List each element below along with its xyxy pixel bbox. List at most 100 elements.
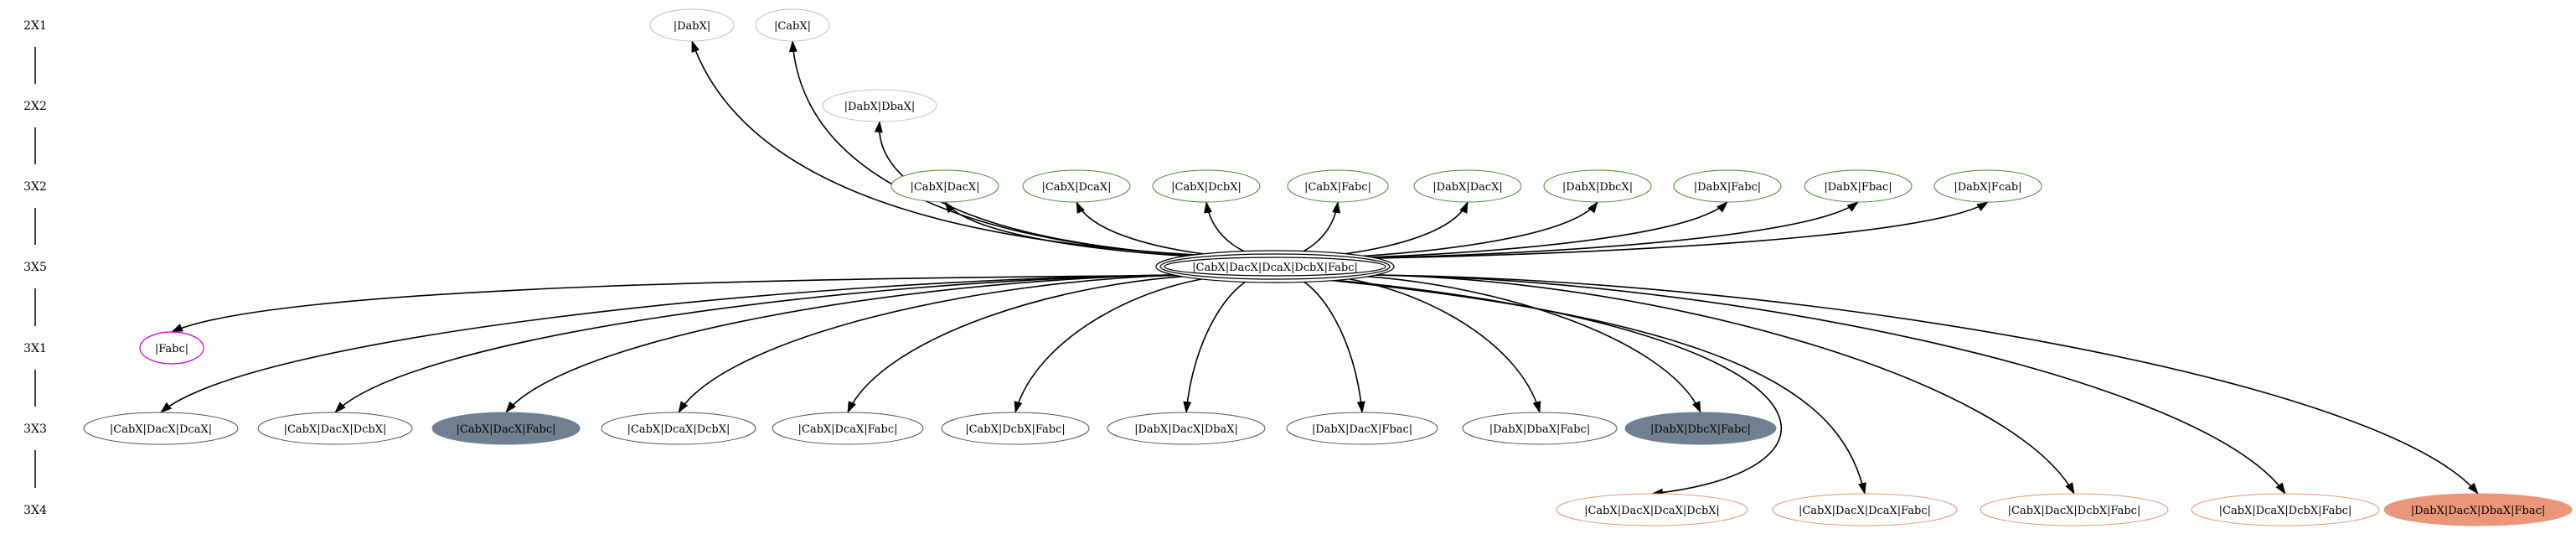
edge-n_center-to-n_dabx xyxy=(691,40,1276,259)
edge-n_center-to-n_r5_1 xyxy=(160,274,1175,413)
node-label: |CabX|DacX|DcaX| xyxy=(110,423,212,436)
edge-n_center-to-n_cabxdcbx xyxy=(1204,201,1265,259)
graph-node[interactable]: |CabX|DacX|Fabc| xyxy=(431,412,581,445)
node-ellipse xyxy=(1804,169,1913,203)
node-label: |DabX|Fabc| xyxy=(1694,181,1761,194)
graph-node[interactable]: |DabX|DbcX|Fabc| xyxy=(1624,412,1777,445)
edge-n_center-to-n_r6_3 xyxy=(1375,274,2075,495)
graph-node[interactable]: |CabX|DacX|DcbX| xyxy=(257,412,413,445)
graph-node[interactable]: |DabX|Fabc| xyxy=(1673,169,1782,203)
edge-n_center-to-n_r6_5 xyxy=(1375,274,2479,495)
node-ellipse xyxy=(1543,169,1652,203)
node-inner-ring xyxy=(1164,257,1386,277)
edge-n_center-to-n_r5_10 xyxy=(1339,274,1701,413)
edge-n_center-to-n_r5_3 xyxy=(505,274,1175,413)
graph-node[interactable]: |CabX|DcaX| xyxy=(1022,169,1131,203)
graph-node[interactable]: |CabX|DacX| xyxy=(891,169,999,203)
graph-node[interactable]: |CabX| xyxy=(755,8,830,42)
node-ellipse xyxy=(941,412,1090,445)
edge-n_center-to-n_r5_9 xyxy=(1314,274,1541,413)
node-ellipse xyxy=(2383,493,2573,526)
node-ellipse xyxy=(1556,493,1748,526)
node-label: |Fabc| xyxy=(155,343,188,355)
graph-node[interactable]: |Fabc| xyxy=(139,331,204,365)
edge-n_center-to-n_fabc xyxy=(171,274,1276,333)
node-ellipse xyxy=(1287,169,1389,203)
graph-node[interactable]: |CabX|DacX|DcaX| xyxy=(83,412,239,445)
edge-n_center-to-n_dabxdbcx xyxy=(1323,201,1598,259)
node-ellipse xyxy=(772,412,924,445)
node-label: |DabX|DacX|Fbac| xyxy=(1312,423,1412,436)
node-label: |CabX|DacX|DcaX|DcbX| xyxy=(1584,505,1720,517)
node-label: |CabX|DacX|DcbX|Fabc| xyxy=(2008,505,2141,517)
graph-node[interactable]: |CabX|DacX|DcaX|DcbX|Fabc| xyxy=(1155,250,1395,283)
edge-n_center-to-n_r5_7 xyxy=(1183,274,1262,413)
graph-node[interactable]: |DabX|DbcX| xyxy=(1543,169,1652,203)
node-label: |DabX| xyxy=(674,20,711,33)
graph-node[interactable]: |DabX|DacX| xyxy=(1413,169,1522,203)
edge-n_center-to-n_r5_6 xyxy=(1014,274,1236,413)
graph-node[interactable]: |DabX|DbaX|Fabc| xyxy=(1462,412,1618,445)
node-middle-ring xyxy=(1159,253,1391,280)
rank-label-2x2: 2X2 xyxy=(23,100,47,113)
edge-n_center-to-n_r5_2 xyxy=(334,274,1175,413)
edge-layer xyxy=(160,40,2479,497)
graph-node[interactable]: |CabX|DcbX| xyxy=(1152,169,1261,203)
node-label: |CabX|DcaX| xyxy=(1041,181,1111,194)
node-label: |DabX|DbcX|Fabc| xyxy=(1650,423,1751,436)
graph-node[interactable]: |CabX|DacX|DcbX|Fabc| xyxy=(1980,493,2169,526)
node-label: |CabX|DacX|Fabc| xyxy=(457,423,556,436)
node-ellipse xyxy=(1286,412,1438,445)
edge-n_center-to-n_dabxfabc xyxy=(1342,201,1728,259)
graph-node[interactable]: |CabX|DcaX|Fabc| xyxy=(772,412,924,445)
node-label: |CabX|DcaX|DcbX| xyxy=(627,423,730,436)
node-ellipse xyxy=(1673,169,1782,203)
edge-n_center-to-n_cabxdacx xyxy=(944,201,1226,259)
graph-node[interactable]: |DabX|DacX|DbaX|Fbac| xyxy=(2383,493,2573,526)
node-label: |DabX|DacX|DbaX| xyxy=(1134,423,1238,436)
rank-label-3x5: 3X5 xyxy=(23,261,47,274)
node-ellipse xyxy=(1413,169,1522,203)
node-ellipse xyxy=(257,412,413,445)
graph-node[interactable]: |CabX|DcaX|DcbX| xyxy=(601,412,756,445)
edge-n_center-to-n_dabxfbac xyxy=(1362,201,1859,259)
node-ellipse xyxy=(431,412,581,445)
node-ellipse xyxy=(755,8,830,42)
graph-node[interactable]: |CabX|DacX|DcaX|DcbX| xyxy=(1556,493,1748,526)
node-ellipse xyxy=(83,412,239,445)
graph-node[interactable]: |DabX|Fbac| xyxy=(1804,169,1913,203)
node-label: |CabX|DacX|DcaX|Fabc| xyxy=(1799,505,1931,517)
edge-n_center-to-n_r5_5 xyxy=(847,274,1211,413)
node-label: |CabX|DcaX|Fabc| xyxy=(798,423,898,436)
graph-node[interactable]: |CabX|DcbX|Fabc| xyxy=(941,412,1090,445)
node-label: |DabX|Fbac| xyxy=(1824,181,1892,194)
node-ellipse xyxy=(1462,412,1618,445)
graph-node[interactable]: |CabX|DacX|DcaX|Fabc| xyxy=(1772,493,1958,526)
node-label: |DabX|DbcX| xyxy=(1562,181,1633,194)
node-label: |DabX|DbaX| xyxy=(844,101,916,113)
node-label: |CabX|DacX| xyxy=(910,181,979,194)
node-label: |CabX|DcbX| xyxy=(1171,181,1242,194)
graph-node[interactable]: |CabX|DcaX|DcbX|Fabc| xyxy=(2191,493,2380,526)
graph-node[interactable]: |DabX|DacX|DbaX| xyxy=(1107,412,1266,445)
edge-n_center-to-n_r6_4 xyxy=(1375,274,2286,495)
edge-n_center-to-n_r5_8 xyxy=(1288,274,1365,413)
node-ellipse xyxy=(1933,169,2042,203)
edge-n_center-to-n_r6_1 xyxy=(1274,274,1782,497)
node-ellipse xyxy=(649,8,735,42)
node-ellipse xyxy=(1624,412,1777,445)
graph-node[interactable]: |DabX| xyxy=(649,8,735,42)
graph-node[interactable]: |DabX|DbaX| xyxy=(822,89,937,122)
graph-node[interactable]: |DabX|Fcab| xyxy=(1933,169,2042,203)
rank-label-2x1: 2X1 xyxy=(23,19,47,33)
node-label: |CabX|DacX|DcaX|DcbX|Fabc| xyxy=(1192,262,1358,274)
edge-n_center-to-n_dabxdacx xyxy=(1303,201,1469,259)
node-ellipse xyxy=(601,412,756,445)
edge-n_center-to-n_dabxdbax xyxy=(874,121,1276,259)
node-label: |DabX|DacX| xyxy=(1433,181,1503,194)
node-ellipse xyxy=(822,89,937,122)
graph-node[interactable]: |DabX|DacX|Fbac| xyxy=(1286,412,1438,445)
node-ellipse xyxy=(1022,169,1131,203)
graph-node[interactable]: |CabX|Fabc| xyxy=(1287,169,1389,203)
